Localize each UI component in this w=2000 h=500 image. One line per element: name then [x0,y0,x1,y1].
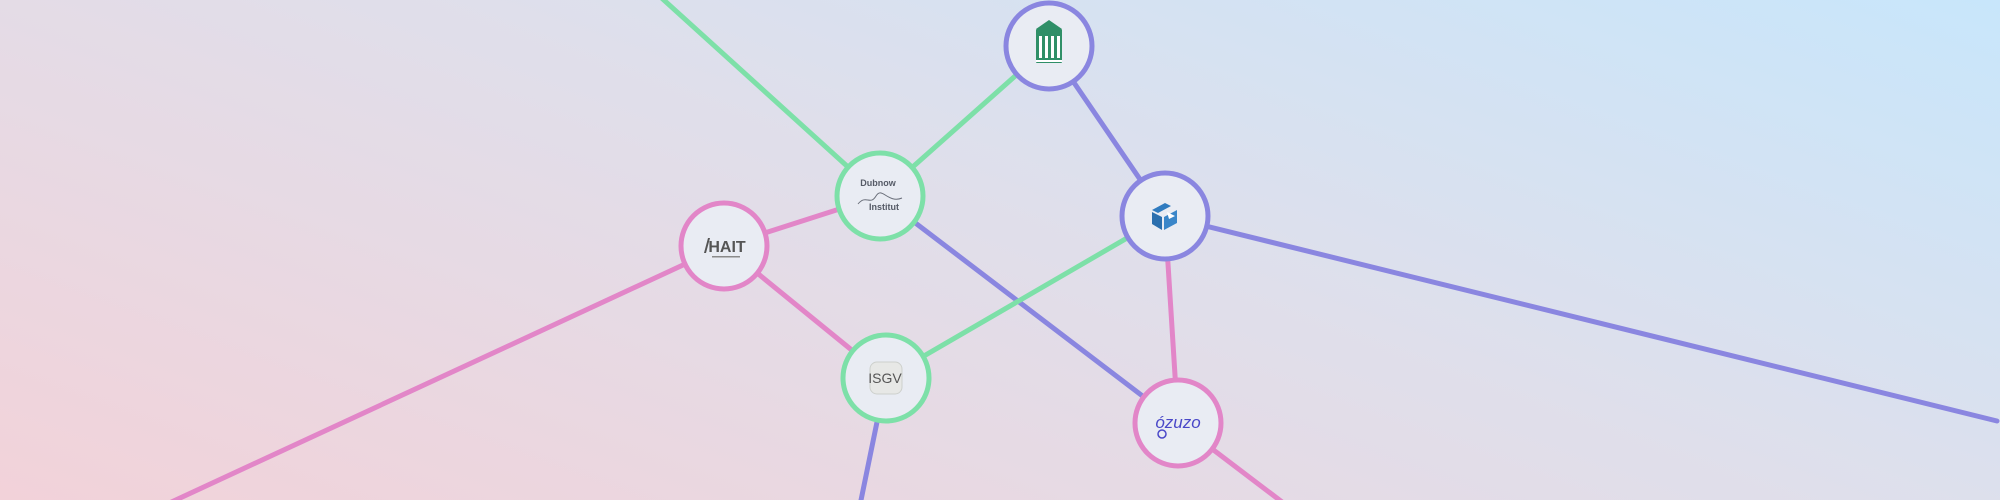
hait-logo-icon: HAIT [704,238,746,258]
cube-logo-icon [1152,203,1177,230]
node-ring-cube [1119,170,1211,262]
node-building[interactable] [1003,0,1095,92]
dubnow-logo-word-bottom: Institut [869,202,899,212]
node-ozo[interactable]: ózuzo [1132,377,1224,469]
node-ring-dubnow [834,150,926,242]
isgv-logo-icon: ISGV [868,361,903,395]
ozo-logo-icon: ózuzo [1155,413,1201,439]
edge-cube-offscreen-right [1162,213,2000,424]
edge-isgv-cube [883,213,1168,381]
edge-dubnow-ozo [877,193,1181,426]
isgv-logo-word: ISGV [868,370,902,386]
node-isgv[interactable]: ISGV [840,332,932,424]
dubnow-logo-word-top: Dubnow [860,178,896,188]
edge-offscreen-bottom-left-hait [169,243,727,500]
node-ring-ozo [1132,377,1224,469]
hait-logo-word: HAIT [708,239,746,256]
building-logo-icon [1036,20,1062,63]
edge-offscreen-top-left-dubnow [660,0,883,199]
node-hait[interactable]: HAIT [678,200,770,292]
ozo-logo-word: ózuzo [1155,413,1200,432]
node-cube[interactable] [1119,170,1211,262]
node-ring-hait [678,200,770,292]
